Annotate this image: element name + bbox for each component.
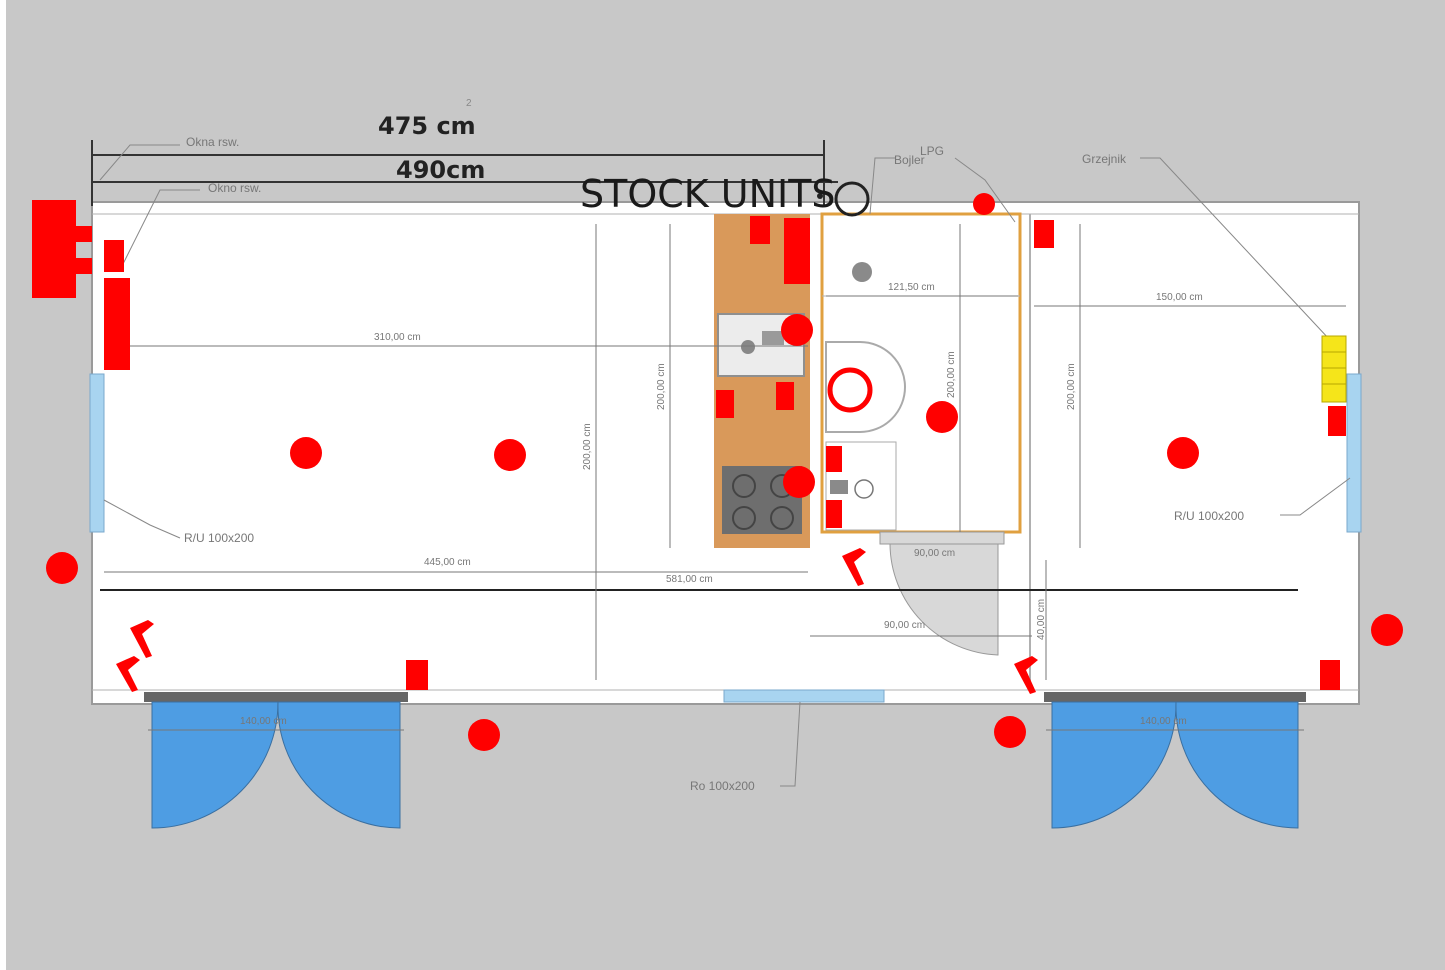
basin-drain (854, 479, 874, 499)
dim-text-door-right: 140,00 cm (1140, 716, 1187, 727)
leader-okna (99, 144, 180, 181)
wc-door-frame (879, 531, 1005, 545)
door-right (1044, 692, 1306, 829)
switch-sym-3 (842, 548, 866, 586)
dim-superscript: 2 (466, 98, 472, 109)
window-bottom (723, 689, 885, 703)
door-right-leaf-1 (1051, 701, 1177, 829)
light-outside-bottom-1 (468, 719, 500, 751)
toilet-outline (825, 341, 906, 433)
fixture-outlet-r2 (1328, 406, 1346, 436)
fixture-outlet-k3 (776, 382, 794, 410)
dim-text-wc-door-2: 90,00 cm (914, 548, 955, 559)
fixture-outlet-k2 (716, 390, 734, 418)
light-right (1167, 437, 1199, 469)
dim-text-room-length: 310,00 cm (374, 332, 421, 343)
electrical-fixtures (32, 200, 1346, 690)
light-kitchen-2 (783, 466, 815, 498)
label-boiler: Bojler (894, 153, 925, 167)
fixture-outlet-b2 (826, 500, 842, 528)
dim-text-bath-height: 200,00 cm (946, 351, 957, 398)
switch-sym-1 (130, 620, 154, 658)
fixture-outlet-k1 (750, 216, 770, 244)
window-right (1346, 373, 1362, 533)
switch-sym-4 (1014, 656, 1038, 694)
label-okno: Okno rsw. (208, 181, 261, 195)
ceiling-lights (46, 193, 1403, 751)
light-lpg (973, 193, 995, 215)
sink-drain (741, 340, 755, 354)
leader-grzejnik (1140, 157, 1331, 341)
light-kitchen-1 (781, 314, 813, 346)
leader-window-left (103, 499, 181, 539)
fixture-switch-1 (104, 240, 124, 272)
faucet (762, 331, 784, 345)
top-dimension-lines (91, 140, 838, 206)
dim-label-490: 490cm (396, 156, 485, 184)
watermark-dot (817, 193, 823, 199)
dim-text-right-width: 150,00 cm (1156, 292, 1203, 303)
dim-text-wc-door: 90,00 cm (884, 620, 925, 631)
label-window-right: R/U 100x200 (1174, 509, 1244, 523)
toilet-bowl (827, 367, 873, 413)
leader-lines (99, 144, 1351, 787)
light-outside-right (1371, 614, 1403, 646)
light-1 (290, 437, 322, 469)
dim-label-475: 475 cm (378, 112, 476, 140)
dim-text-bath-width: 121,50 cm (888, 282, 935, 293)
window-left (89, 373, 105, 533)
shower-drain (852, 262, 872, 282)
light-bath (926, 401, 958, 433)
dim-text-corridor: 581,00 cm (666, 574, 713, 585)
label-okna: Okna rsw. (186, 135, 239, 149)
door-left-frame (144, 692, 408, 702)
fixture-panel (32, 200, 76, 298)
door-right-leaf-2 (1175, 701, 1299, 829)
fixture-radiator-left (104, 278, 130, 370)
dim-text-kitchen-height: 200,00 cm (656, 363, 667, 410)
fixture-panel-plug-2 (68, 258, 92, 274)
door-left (144, 692, 408, 829)
leader-window-bottom (780, 701, 801, 787)
door-left-leaf-1 (151, 701, 279, 829)
burner-4 (770, 506, 794, 530)
leader-window-right (1280, 477, 1351, 516)
heater-yellow (1321, 335, 1347, 403)
dim-text-side-small: 40,00 cm (1036, 599, 1047, 640)
switch-sym-2 (116, 656, 140, 692)
fixture-outlet-r1 (1034, 220, 1054, 248)
light-outside-left (46, 552, 78, 584)
wc-door-swing (889, 543, 999, 656)
light-outside-bottom-2 (994, 716, 1026, 748)
dim-text-room-height: 200,00 cm (582, 423, 593, 470)
dim-text-right-height: 200,00 cm (1066, 363, 1077, 410)
light-2 (494, 439, 526, 471)
burner-3 (732, 506, 756, 530)
fixture-boiler (784, 218, 810, 284)
door-right-frame (1044, 692, 1306, 702)
label-window-bottom: Ro 100x200 (690, 779, 755, 793)
basin-tap (830, 480, 848, 494)
watermark-logo-icon (834, 181, 870, 217)
fixture-outlet-b1 (826, 446, 842, 472)
burner-1 (732, 474, 756, 498)
door-left-leaf-2 (277, 701, 401, 829)
dim-text-total-length: 445,00 cm (424, 557, 471, 568)
interior-dimension-lines (100, 224, 1346, 731)
leader-okno (119, 189, 200, 271)
watermark-text: STOCK UNITS (580, 172, 836, 216)
leader-boiler (869, 157, 895, 215)
switch-symbols (116, 548, 1038, 694)
leader-lpg (954, 157, 1016, 223)
label-lpg: LPG (920, 144, 944, 158)
dim-text-door-left: 140,00 cm (240, 716, 287, 727)
fixture-outlet-l-bottom (406, 660, 428, 690)
label-window-left: R/U 100x200 (184, 531, 254, 545)
label-grzejnik: Grzejnik (1082, 152, 1127, 166)
fixture-panel-plug-1 (68, 226, 92, 242)
fixture-outlet-r-bottom (1320, 660, 1340, 690)
